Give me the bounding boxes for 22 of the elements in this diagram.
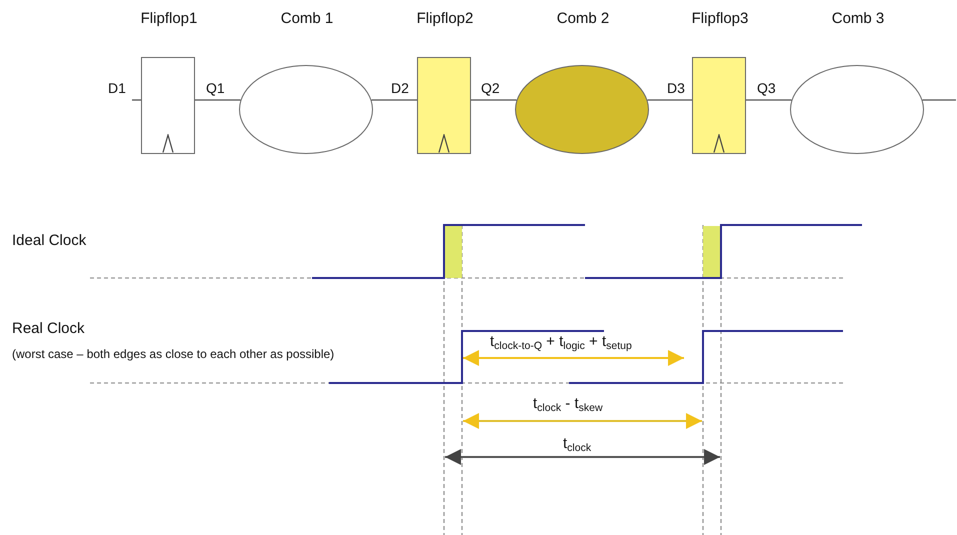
signal-name: Ideal Clock — [12, 233, 86, 250]
pin-label: Q2 — [481, 81, 500, 96]
pin-label: D3 — [667, 81, 685, 96]
signal-wire — [647, 99, 692, 101]
signal-wire — [471, 99, 517, 101]
pin-label: Q3 — [757, 81, 776, 96]
signal-wire — [195, 99, 241, 101]
node-title: Flipflop3 — [692, 10, 748, 27]
note-text: (worst case – both edges as close to each other as possible) — [12, 348, 334, 362]
signal-wire — [746, 99, 792, 101]
signal-name: Real Clock — [12, 321, 85, 338]
pin-label: D1 — [108, 81, 126, 96]
node-title: Flipflop2 — [416, 10, 474, 27]
node-title: Flipflop1 — [140, 10, 198, 27]
timing-formula: t$_{clock-to-Q}$ + t$_{logic}$ + t$_{setup}$ — [490, 334, 632, 353]
signal-wire — [922, 99, 956, 101]
pin-label: D2 — [391, 81, 409, 96]
pin-label: Q1 — [206, 81, 225, 96]
signal-wire — [371, 99, 417, 101]
node-title: Comb 3 — [832, 10, 884, 27]
node-title: Comb 1 — [280, 10, 334, 27]
node-title: Comb 2 — [556, 10, 610, 27]
